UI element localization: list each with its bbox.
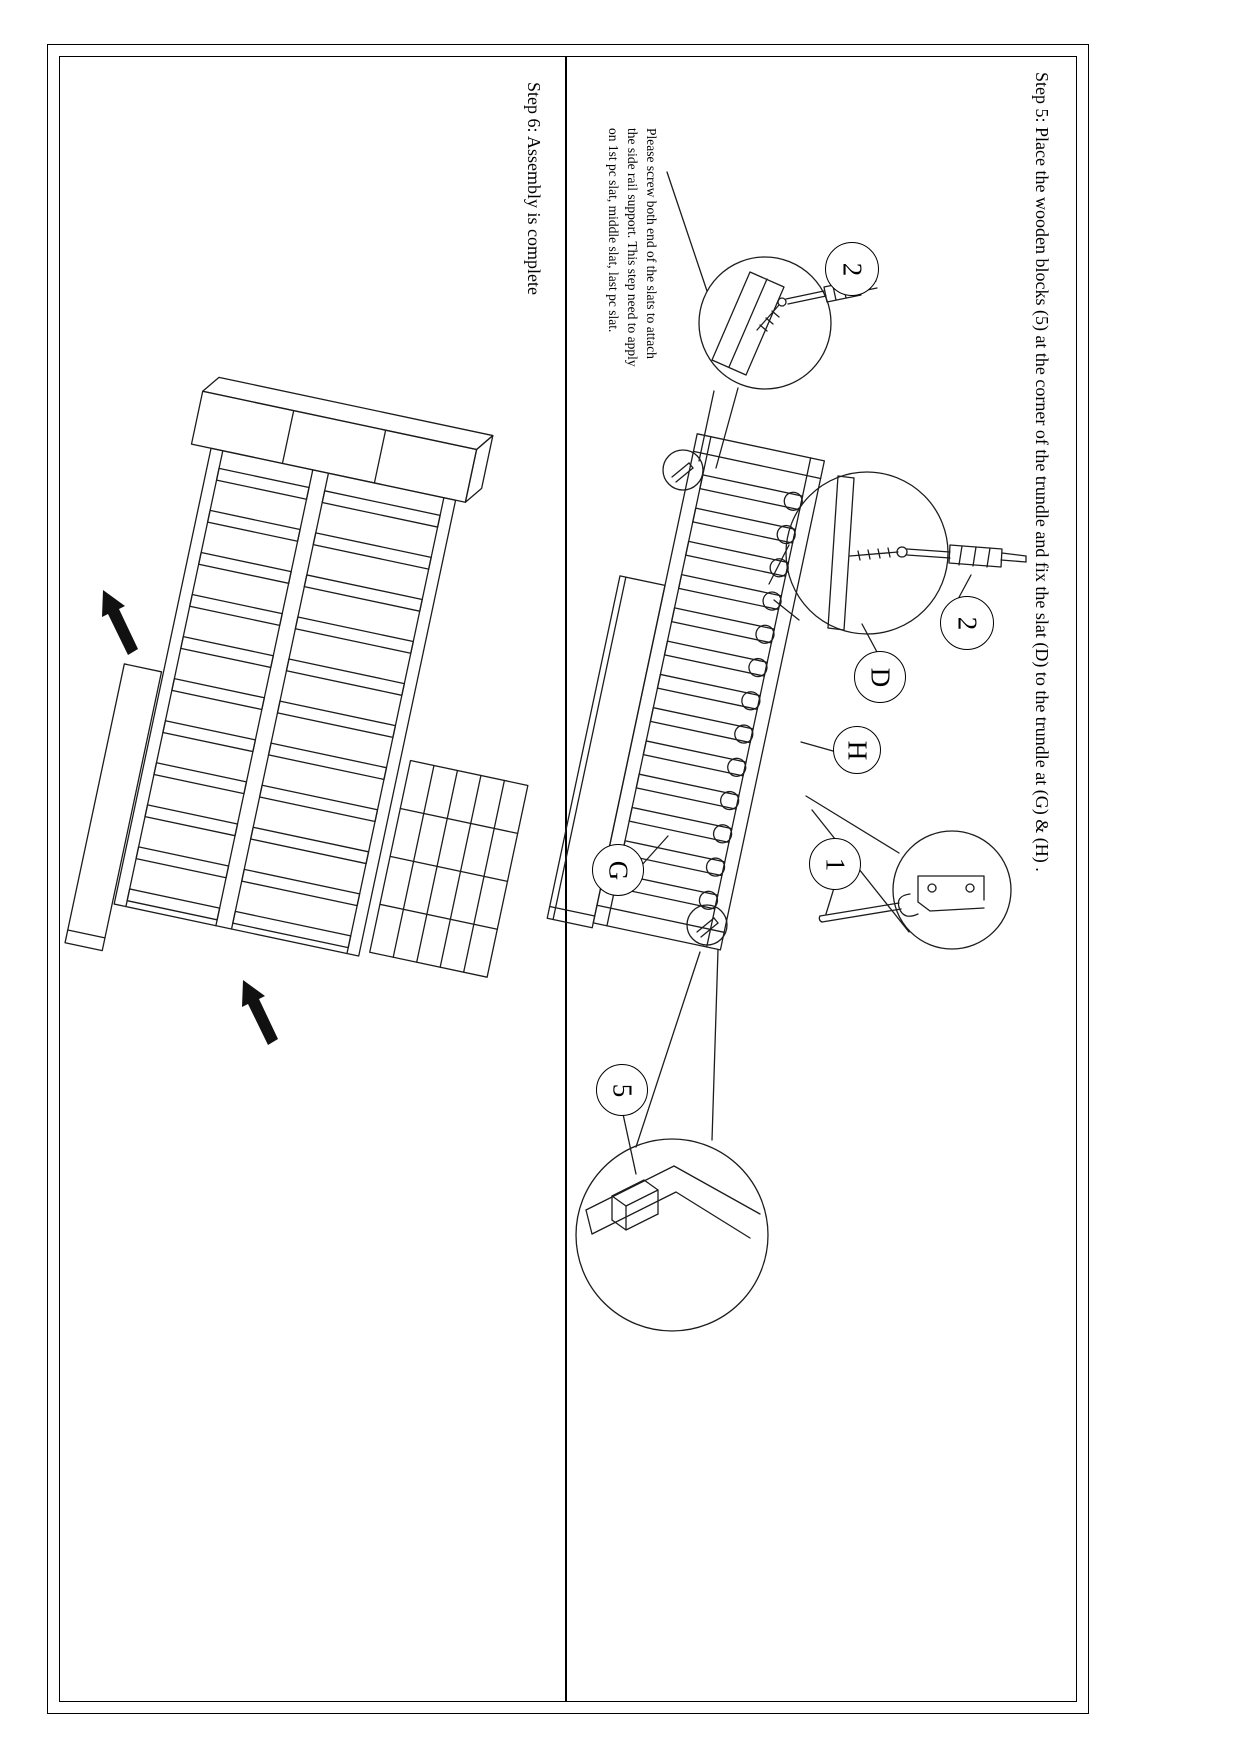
detail-bubble-top-screw [698, 256, 878, 469]
detail-bubble-bracket [805, 795, 1012, 950]
callout-corner-h: H [833, 726, 881, 774]
callout-1-leader [825, 887, 835, 915]
callout-g-leader [640, 835, 669, 867]
bed-assembly [64, 376, 529, 978]
callout-label: 1 [820, 857, 851, 871]
callout-h-leader [800, 741, 834, 752]
end-detail-bubble-bottom [686, 904, 728, 946]
step5-note: Please screw both end of the slats to at… [606, 128, 659, 367]
callout-block-5: 5 [596, 1064, 648, 1116]
callout-screw-top: 2 [825, 242, 879, 296]
step5-title: Step 5: Place the wooden blocks (5) at t… [1032, 72, 1052, 872]
detail-bubble-side-screw [768, 471, 1027, 653]
outer-border [47, 44, 1089, 1714]
step6-drawing [64, 376, 529, 1045]
callout-d-leader [861, 623, 878, 653]
callout-label: 5 [607, 1083, 638, 1097]
step6-title: Step 6: Assembly is complete [524, 82, 544, 295]
callout-slat-d: D [854, 651, 906, 703]
callout-label: H [842, 740, 873, 760]
callout-5-leader [622, 1113, 637, 1175]
trundle-frame [546, 433, 826, 951]
callout-screw-side: 2 [940, 596, 994, 650]
step5-drawing [546, 171, 1027, 1332]
bed-slats [126, 467, 441, 949]
inner-border [59, 56, 1077, 1702]
detail-bubble-block [575, 949, 769, 1332]
section-divider [565, 57, 567, 1701]
end-detail-bubble-top [662, 449, 704, 491]
trundle-slats [614, 474, 804, 911]
note-leader-line [666, 171, 708, 292]
callout-pin-1: 1 [809, 838, 861, 890]
callout-label: 2 [952, 616, 983, 630]
callout-label: 2 [837, 262, 868, 276]
callout-label: D [865, 667, 896, 687]
platform-grid [369, 759, 529, 978]
callout-rail-g: G [592, 844, 644, 896]
push-arrow-icon [242, 980, 278, 1045]
push-arrow-icon [102, 590, 138, 655]
callout-label: G [603, 860, 634, 880]
